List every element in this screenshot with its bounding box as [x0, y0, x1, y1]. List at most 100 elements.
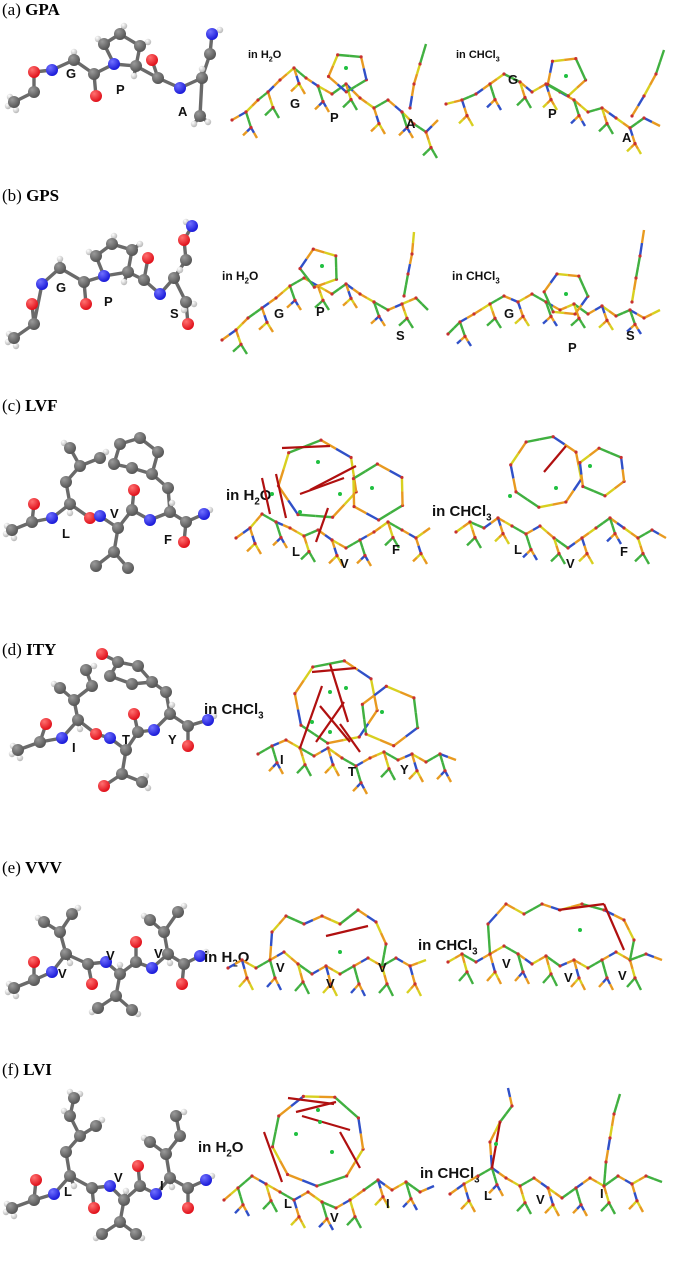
bond-path: [564, 489, 575, 503]
atom-n: [206, 28, 218, 40]
ring-critical-point: [294, 1132, 298, 1136]
residue-label: G: [508, 72, 518, 87]
bond-path: [282, 542, 289, 549]
critical-point: [524, 440, 528, 444]
bond-path: [604, 487, 616, 497]
bond-path: [268, 326, 275, 333]
bond-path: [394, 542, 401, 549]
critical-point: [400, 475, 404, 480]
critical-point: [394, 956, 398, 960]
bond-path: [324, 304, 331, 311]
critical-point: [600, 304, 604, 308]
critical-point: [412, 122, 416, 126]
critical-point: [532, 1176, 536, 1180]
atom-c: [196, 72, 208, 84]
critical-point: [265, 320, 269, 324]
bond-path: [496, 104, 503, 111]
critical-point: [304, 76, 308, 80]
bond-path: [598, 981, 604, 988]
critical-point: [516, 300, 520, 304]
critical-point: [588, 1176, 592, 1180]
bond-path: [408, 95, 414, 109]
bond-path: [608, 983, 615, 991]
residue-label: I: [160, 1178, 164, 1193]
bond-path: [374, 1200, 380, 1207]
bond-path: [264, 110, 270, 117]
bond-path: [496, 322, 503, 329]
bond-path: [606, 1137, 612, 1151]
bond-path: [542, 102, 548, 109]
bond-path: [514, 319, 520, 325]
atom-h: [180, 306, 188, 314]
bond-path: [325, 278, 337, 285]
bond: [198, 76, 204, 118]
critical-point: [239, 342, 243, 346]
critical-point: [564, 500, 568, 504]
panel-title: (a) GPA: [2, 0, 60, 19]
ring-critical-point: [588, 464, 592, 468]
bond-path: [544, 1208, 550, 1215]
critical-point: [402, 294, 406, 298]
bond-path: [546, 72, 552, 85]
atom-o: [26, 298, 38, 310]
bond-path: [505, 1105, 513, 1115]
critical-point: [278, 78, 282, 82]
atom-h: [116, 961, 124, 969]
critical-point: [465, 114, 469, 118]
bond-path: [580, 295, 589, 306]
critical-point: [306, 1190, 310, 1194]
critical-point: [572, 958, 576, 962]
bond-path: [632, 277, 638, 291]
critical-point: [518, 1184, 522, 1188]
bond-path: [356, 558, 362, 565]
bond-path: [369, 678, 376, 695]
critical-point: [284, 914, 288, 918]
residue-label: V: [566, 556, 575, 571]
bond-path: [603, 1161, 608, 1175]
critical-point: [642, 94, 646, 98]
bond-path: [422, 558, 429, 565]
critical-point: [581, 484, 585, 489]
critical-point: [405, 126, 409, 130]
critical-point: [504, 1176, 508, 1180]
bond-path: [382, 943, 388, 956]
atom-n: [98, 270, 110, 282]
bond-path: [269, 931, 274, 947]
critical-point: [605, 976, 609, 980]
critical-point: [524, 532, 528, 536]
bond-path: [373, 685, 388, 697]
critical-point: [288, 526, 292, 530]
critical-point: [537, 505, 541, 509]
critical-point: [523, 96, 527, 100]
bond-path: [296, 709, 303, 726]
atom-c: [122, 562, 134, 574]
bond-path: [653, 955, 663, 962]
atom-o: [182, 318, 194, 330]
bond-path: [324, 251, 337, 257]
residue-label: I: [386, 1196, 390, 1211]
residue-label: S: [170, 306, 179, 321]
critical-point: [230, 118, 234, 122]
critical-point: [387, 767, 391, 771]
atom-n: [94, 510, 106, 522]
atom-n: [148, 724, 160, 736]
atom-c: [104, 670, 116, 682]
bond-path: [342, 301, 348, 307]
bond-path: [336, 83, 348, 93]
atom-c: [204, 48, 216, 60]
atom-o: [84, 512, 96, 524]
bond-path: [592, 905, 605, 912]
bond-path: [328, 1223, 335, 1231]
critical-point: [376, 1178, 380, 1182]
hydrogen-bond-path: [298, 685, 324, 749]
bond-path: [324, 106, 331, 113]
critical-point: [363, 554, 367, 558]
bond-path: [606, 536, 612, 543]
residue-label: A: [406, 116, 416, 131]
critical-point: [510, 1104, 514, 1108]
critical-point: [530, 962, 534, 966]
critical-point: [614, 116, 618, 120]
bond-path: [526, 102, 533, 109]
